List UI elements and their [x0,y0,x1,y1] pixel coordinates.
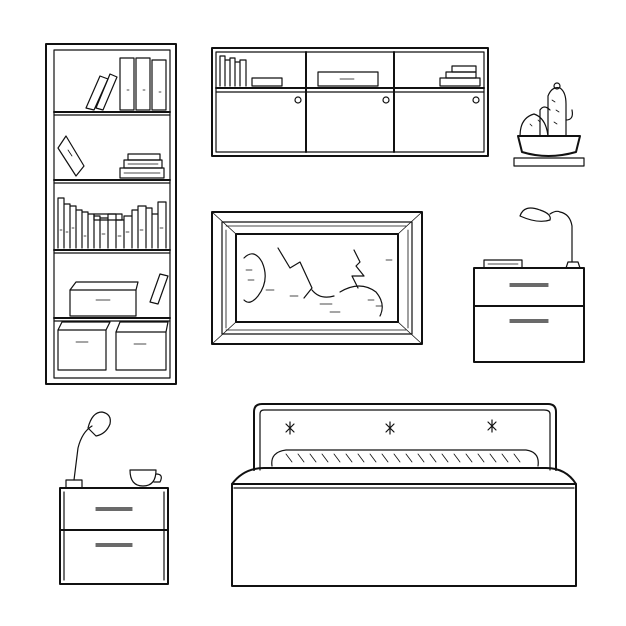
cabinet-books-left [219,55,283,87]
bed [231,403,577,587]
pillow [271,449,539,467]
desk-lamp-left [65,411,111,489]
leaning-binder [57,135,85,177]
row-of-books [57,197,167,249]
headboard-tufts [285,419,497,435]
cactus-plant [513,82,585,167]
painting-landscape [243,247,393,317]
cabinet-box-middle [317,71,379,87]
cabinet-books-right [439,65,481,87]
desk-lamp-right [519,207,581,269]
teacup [125,469,163,489]
binders [85,57,167,111]
tall-bookshelf [45,43,177,385]
wall-cabinet [211,47,489,157]
left-nightstand [59,411,169,585]
storage-boxes-bottom [57,321,169,371]
book-stack-shelf-2 [119,153,165,179]
framed-painting [211,211,423,345]
right-nightstand [473,207,585,363]
box-shelf-3 [69,273,169,317]
cabinet-door-handles [294,96,480,104]
